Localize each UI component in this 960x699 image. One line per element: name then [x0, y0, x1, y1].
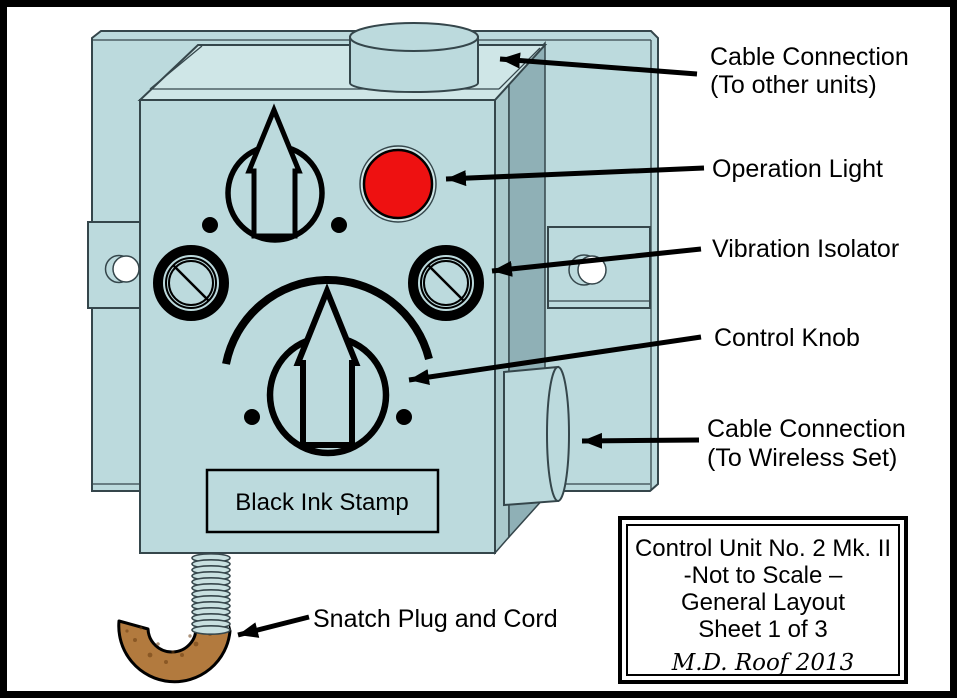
label-control-knob: Control Knob [714, 324, 860, 352]
isolator-right-screw-outer [420, 257, 472, 309]
mounting-bracket-right [547, 226, 651, 309]
control-knob-assembly [222, 276, 433, 457]
control-knob-index-dot-left [244, 409, 260, 425]
top-face-bevel-left [149, 45, 203, 90]
dial-arc [222, 276, 433, 365]
label-snatch-plug: Snatch Plug and Cord [313, 605, 558, 633]
isolator-left-screw-inner [168, 260, 214, 306]
label-vibration-isolator: Vibration Isolator [712, 235, 899, 263]
mounting-bracket-left [87, 221, 141, 309]
callout-labels: Cable Connection (To other units) Operat… [313, 43, 909, 633]
top-face-bevel-right [498, 47, 541, 90]
operation-light [359, 145, 437, 223]
operation-light-lens [362, 148, 434, 220]
title-block-scale: -Not to Scale – [684, 562, 843, 589]
isolator-right-screw-inner [423, 260, 469, 306]
ink-stamp-label: Black Ink Stamp [235, 489, 408, 516]
title-block-sheet: Sheet 1 of 3 [698, 616, 827, 643]
coil-rib [191, 624, 231, 635]
label-cable-top-line1: Cable Connection [710, 43, 909, 71]
arrow-operation-light [445, 165, 705, 187]
vibration-isolator-right [408, 245, 484, 321]
title-block-title: Control Unit No. 2 Mk. II [635, 535, 891, 562]
bracket-left-hole [112, 255, 140, 283]
vibration-isolator-left [153, 245, 229, 321]
cord-coil [191, 552, 231, 635]
side-cable-connector [503, 365, 570, 507]
callout-arrows [237, 52, 705, 638]
arrow-cable-side [581, 432, 700, 449]
arrow-cable-top [499, 52, 698, 77]
ink-stamp: Black Ink Stamp [205, 468, 440, 534]
label-operation-light: Operation Light [712, 155, 883, 183]
label-cable-top-line2: (To other units) [710, 71, 877, 99]
small-knob-index-dot-right [331, 217, 347, 233]
isolator-left-screw-outer [165, 257, 217, 309]
title-block-outer-border [618, 516, 908, 684]
top-face [137, 44, 548, 101]
label-cable-side-line1: Cable Connection [707, 415, 906, 443]
isolator-left-screw-slot [172, 264, 210, 302]
ink-stamp-box [205, 468, 440, 534]
hook-cork-speckles [125, 622, 212, 664]
arrow-control-knob [408, 334, 702, 386]
title-block-layout: General Layout [681, 589, 845, 616]
top-cable-connector [349, 22, 479, 93]
arrow-vibration-isolator [491, 246, 702, 277]
control-knob-pointer [293, 282, 361, 448]
arrow-snatch-plug [237, 614, 310, 638]
small-knob-index-dot-left [202, 217, 218, 233]
label-cable-side-line2: (To Wireless Set) [707, 444, 897, 472]
selector-knob-small [202, 103, 347, 243]
device-top-face [137, 44, 548, 101]
isolator-right-screw-slot [427, 264, 465, 302]
control-knob-index-dot-right [396, 409, 412, 425]
title-block: Control Unit No. 2 Mk. II -Not to Scale … [618, 516, 908, 684]
title-block-author: M.D. Roof 2013 [671, 650, 854, 676]
top-connector-body [349, 36, 479, 93]
top-connector-cap [349, 22, 479, 52]
side-connector-endcap [546, 366, 570, 502]
small-knob-pointer [245, 103, 303, 239]
title-block-inner-border [626, 524, 900, 676]
